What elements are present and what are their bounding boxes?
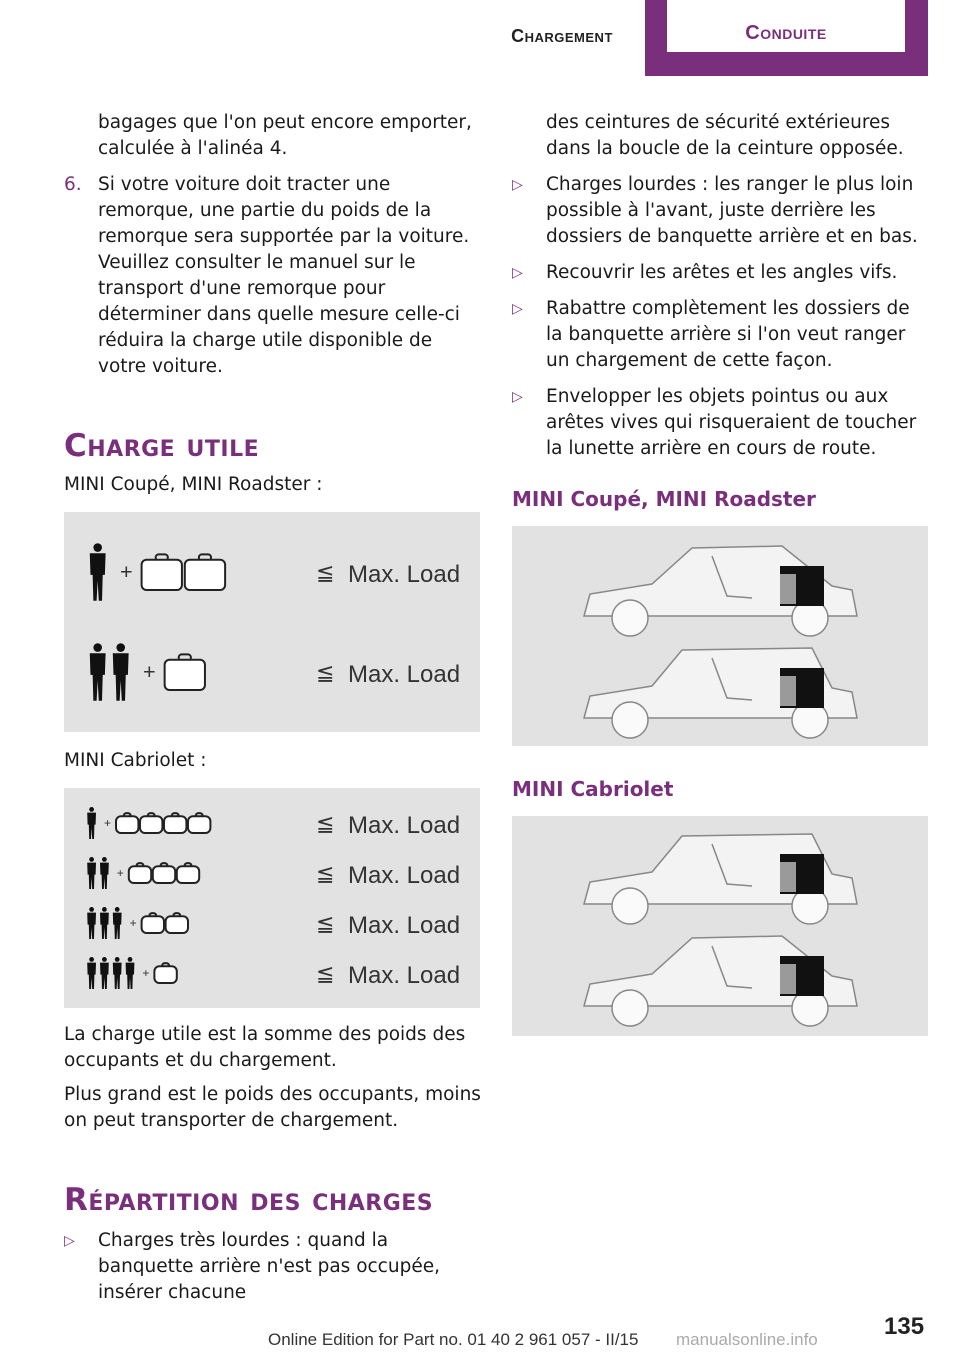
person-icon <box>100 857 109 889</box>
bullet-item: ▷ Charges très lourdes : quand la banque… <box>64 1228 484 1306</box>
figure-payload-coupe: + ≦ Max. Load + ≦ Max. Load <box>64 512 480 732</box>
person-icon <box>87 907 96 939</box>
cargo-box-side <box>780 964 796 994</box>
figure-loading-cabriolet <box>512 816 928 1036</box>
intro-text: bagages que l'on peut encore emporter, c… <box>98 112 472 159</box>
item-number: 6. <box>64 174 82 195</box>
max-load-label: Max. Load <box>348 912 460 939</box>
less-equal-symbol: ≦ <box>316 911 334 936</box>
person-icon <box>112 643 129 701</box>
tab-conduite[interactable]: Conduite <box>645 0 928 76</box>
label-coupe: MINI Coupé, MINI Roadster : <box>64 474 323 495</box>
person-icon <box>125 957 135 989</box>
bullet-item: ▷ Charges lourdes : les ranger le plus l… <box>512 172 932 250</box>
subheading-coupe-roadster: MINI Coupé, MINI Roadster <box>512 487 816 511</box>
triangle-right-icon: ▷ <box>512 265 523 281</box>
person-icon <box>100 907 109 939</box>
figure-payload-cabriolet: + ≦ Max. Load + ≦ Max. Load + ≦ Max. Load + ≦ Max. … <box>64 788 480 1008</box>
figure-loading-coupe <box>512 526 928 746</box>
watermark: manualsonline.info <box>676 1330 818 1349</box>
heading-repartition: Répartition des charges <box>64 1182 434 1218</box>
suitcase-icon <box>153 962 178 984</box>
left-column: bagages que l'on peut encore emporter, c… <box>64 110 484 1306</box>
heading-charge-utile: Charge utile <box>64 428 260 464</box>
cargo-box-side <box>780 862 796 892</box>
bullet-item: ▷ Recouvrir les arêtes et les angles vif… <box>512 260 932 286</box>
max-load-label: Max. Load <box>348 661 460 688</box>
less-equal-symbol: ≦ <box>316 660 334 685</box>
suitcase-icon <box>175 862 201 884</box>
person-icon <box>87 957 96 989</box>
less-equal-symbol: ≦ <box>316 811 334 836</box>
person-icon <box>87 807 96 839</box>
payload-diagram-coupe: + ≦ Max. Load + ≦ Max. Load <box>89 543 460 701</box>
person-icon <box>100 957 109 989</box>
person-icon <box>112 907 122 939</box>
plus-sign: + <box>142 966 149 980</box>
less-equal-symbol: ≦ <box>316 861 334 886</box>
bullet-text: Rabattre complètement les dossiers de la… <box>546 298 910 371</box>
subheading-cabriolet: MINI Cabriolet <box>512 777 674 801</box>
triangle-right-icon: ▷ <box>512 177 523 193</box>
less-equal-symbol: ≦ <box>316 961 334 986</box>
suitcase-icon <box>183 553 227 591</box>
max-load-label: Max. Load <box>348 812 460 839</box>
bullet-text: Recouvrir les arêtes et les angles vifs. <box>546 262 898 283</box>
para-charge-somme: La charge utile est la somme des poids d… <box>64 1024 466 1071</box>
plus-sign: + <box>143 659 156 684</box>
bullet-item: ▷ Envelopper les objets pointus ou aux a… <box>512 384 932 462</box>
suitcase-icon <box>163 812 188 834</box>
list-item-6: 6. Si votre voiture doit tracter une rem… <box>64 172 484 380</box>
suitcase-icon <box>151 862 177 884</box>
plus-sign: + <box>130 916 137 930</box>
plus-sign: + <box>120 559 133 584</box>
person-icon <box>89 543 106 601</box>
plus-sign: + <box>117 866 124 880</box>
suitcase-icon <box>164 912 189 934</box>
suitcase-icon <box>127 862 153 884</box>
suitcase-icon <box>115 812 140 834</box>
cargo-box-side <box>780 676 796 706</box>
footer-edition: Online Edition for Part no. 01 40 2 961 … <box>268 1330 639 1349</box>
cargo-box-side <box>780 574 796 604</box>
max-load-label: Max. Load <box>348 862 460 889</box>
plus-sign: + <box>104 816 111 830</box>
car-loading-illustration-cabriolet <box>583 833 858 1027</box>
suitcase-icon <box>187 812 212 834</box>
payload-diagram-cabriolet: + ≦ Max. Load + ≦ Max. Load + ≦ Max. Load + ≦ Max. … <box>87 807 460 989</box>
bullet-item: ▷ Rabattre complètement les dossiers de … <box>512 296 932 374</box>
suitcase-icon <box>140 912 165 934</box>
max-load-label: Max. Load <box>348 962 460 989</box>
suitcase-icon <box>140 553 183 591</box>
item-text: Si votre voiture doit tracter une remorq… <box>98 174 470 377</box>
page-number: 135 <box>884 1313 925 1340</box>
label-cabriolet: MINI Cabriolet : <box>64 750 207 771</box>
bullet-text: Envelopper les objets pointus ou aux arê… <box>546 386 917 459</box>
continued-text: des ceintures de sécurité extérieures da… <box>546 112 904 159</box>
person-icon <box>87 857 96 889</box>
tab-conduite-label: Conduite <box>667 0 905 52</box>
less-equal-symbol: ≦ <box>316 560 334 585</box>
triangle-right-icon: ▷ <box>512 301 523 317</box>
tab-chargement[interactable]: Chargement <box>511 26 613 46</box>
triangle-right-icon: ▷ <box>64 1233 75 1249</box>
suitcase-icon <box>139 812 164 834</box>
suitcase-icon <box>163 653 206 691</box>
triangle-right-icon: ▷ <box>512 389 523 405</box>
para-charge-poids: Plus grand est le poids des occupants, m… <box>64 1084 481 1131</box>
car-loading-illustration-coupe <box>583 545 858 739</box>
person-icon <box>112 957 122 989</box>
max-load-label: Max. Load <box>348 561 460 588</box>
person-icon <box>89 643 106 701</box>
right-column: des ceintures de sécurité extérieures da… <box>512 110 932 1036</box>
bullet-text: Charges lourdes : les ranger le plus loi… <box>546 174 918 247</box>
bullet-text: Charges très lourdes : quand la banquett… <box>98 1230 440 1303</box>
